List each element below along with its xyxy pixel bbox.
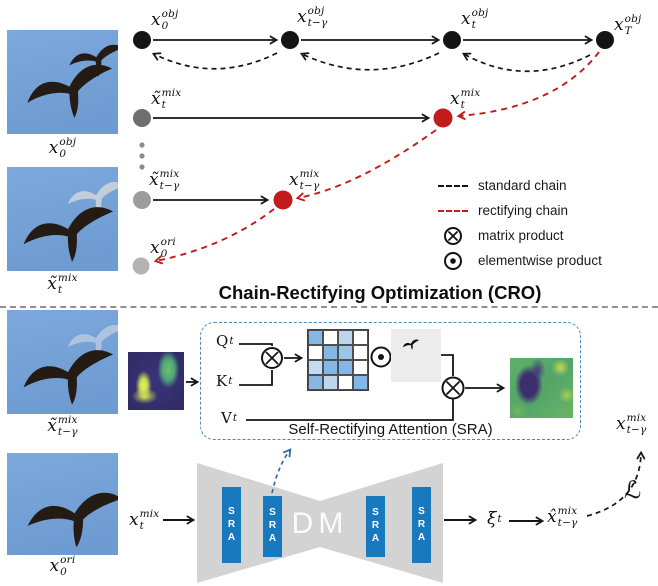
attention-cell	[338, 360, 353, 375]
photo-x0-ori	[7, 452, 118, 556]
node-xtg-mix-tilde	[133, 191, 151, 209]
sra-bar-1: SRA	[222, 487, 241, 563]
node-xtg-obj	[281, 31, 299, 49]
attention-cell	[308, 360, 323, 375]
input-feature-map	[128, 352, 184, 410]
output-feature-map	[510, 358, 573, 418]
attention-cell	[338, 375, 353, 390]
legend-item-standard-chain: standard chain	[436, 173, 602, 198]
attention-cell	[353, 360, 368, 375]
attention-cell	[323, 345, 338, 360]
legend-item-rectifying-chain: rectifying chain	[436, 198, 602, 223]
sra-bar-3: SRA	[366, 496, 385, 557]
sra-bar-2: SRA	[263, 496, 282, 557]
dm-label: DM	[291, 507, 349, 540]
dash-black-icon	[436, 184, 470, 187]
node-x0-ori	[132, 257, 150, 275]
attention-cell	[308, 330, 323, 345]
node-xT-obj	[596, 31, 614, 49]
sra-caption: Self-Rectifying Attention (SRA)	[288, 421, 493, 438]
sra-bar-4: SRA	[412, 487, 431, 563]
photo-xt-mix-tilde	[7, 167, 118, 271]
cro-title: Chain-Rectifying Optimization (CRO)	[218, 282, 542, 303]
attention-cell	[353, 345, 368, 360]
dash-red-icon	[436, 209, 470, 212]
object-mask	[391, 329, 441, 382]
attention-cell	[338, 330, 353, 345]
attention-cell	[308, 375, 323, 390]
attention-cell	[323, 360, 338, 375]
legend: standard chain rectifying chain matrix p…	[436, 173, 602, 273]
node-xt-obj	[443, 31, 461, 49]
label-loss: ℒ	[624, 476, 642, 504]
attention-cell	[353, 375, 368, 390]
node-x0-obj	[133, 31, 151, 49]
otimes-icon	[436, 226, 470, 246]
vertical-dots	[139, 142, 145, 170]
legend-item-elementwise-product: elementwise product	[436, 248, 602, 273]
odot-icon	[436, 251, 470, 271]
attention-cell	[323, 330, 338, 345]
attention-cell	[338, 345, 353, 360]
attention-matrix	[307, 329, 369, 391]
photo-x0-obj	[7, 30, 118, 134]
node-xtg-mix	[273, 190, 293, 210]
node-xt-mix-tilde	[133, 109, 151, 127]
photo-xtg-mix-tilde	[7, 310, 118, 414]
legend-item-matrix-product: matrix product	[436, 223, 602, 248]
obj-chain	[151, 35, 594, 73]
sra-feedback-arrow	[271, 448, 292, 494]
section-divider	[0, 306, 658, 308]
attention-cell	[308, 345, 323, 360]
sra-box	[200, 322, 581, 440]
attention-cell	[353, 330, 368, 345]
attention-cell	[323, 375, 338, 390]
